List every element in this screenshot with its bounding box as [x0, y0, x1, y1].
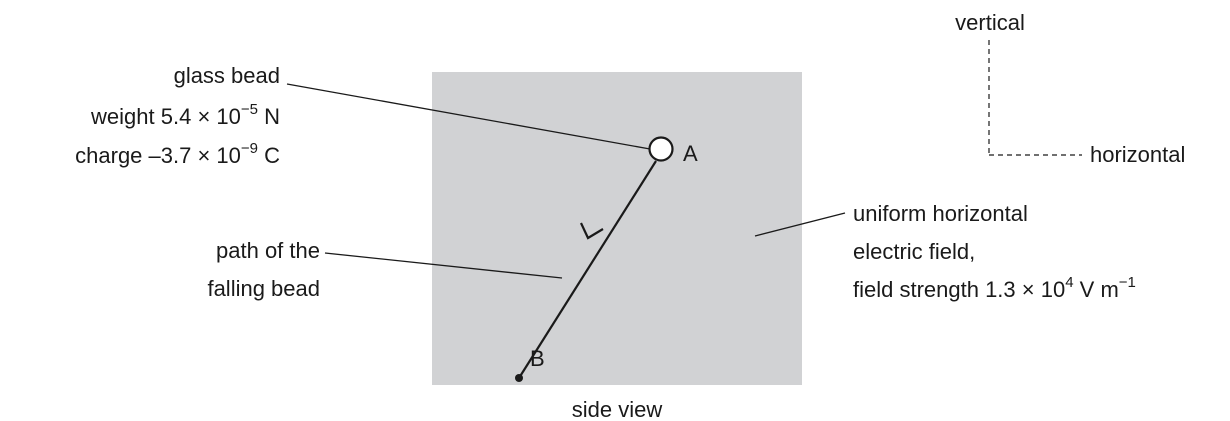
bead-path-line — [518, 160, 657, 379]
bead-weight-label: weight 5.4 × 10−5 N — [90, 101, 280, 129]
field-label-line3: field strength 1.3 × 104 V m−1 — [853, 274, 1136, 302]
point-b-label: B — [530, 346, 545, 371]
glass-bead — [648, 136, 674, 162]
point-a-label: A — [683, 141, 698, 166]
horizontal-label: horizontal — [1090, 142, 1185, 167]
path-label-line1: path of the — [216, 238, 320, 263]
field-leader-line — [754, 212, 846, 237]
bead-label-group: glass bead weight 5.4 × 10−5 N charge –3… — [75, 63, 651, 168]
bead-charge-label: charge –3.7 × 10−9 C — [75, 140, 280, 168]
bead-leader-line — [286, 83, 651, 150]
field-label-line1: uniform horizontal — [853, 201, 1028, 226]
direction-arrowhead — [580, 222, 604, 240]
path-label-line2: falling bead — [207, 276, 320, 301]
orientation-axes: vertical horizontal — [955, 10, 1185, 167]
field-label-line2: electric field, — [853, 239, 975, 264]
bead-name-label: glass bead — [174, 63, 280, 88]
path-leader-line — [324, 252, 563, 279]
vertical-label: vertical — [955, 10, 1025, 35]
side-view-caption: side view — [572, 397, 663, 421]
point-b-dot — [515, 374, 523, 382]
path-label-group: path of the falling bead — [207, 238, 563, 301]
electric-field-region — [432, 72, 802, 385]
field-label-group: uniform horizontal electric field, field… — [754, 201, 1136, 302]
